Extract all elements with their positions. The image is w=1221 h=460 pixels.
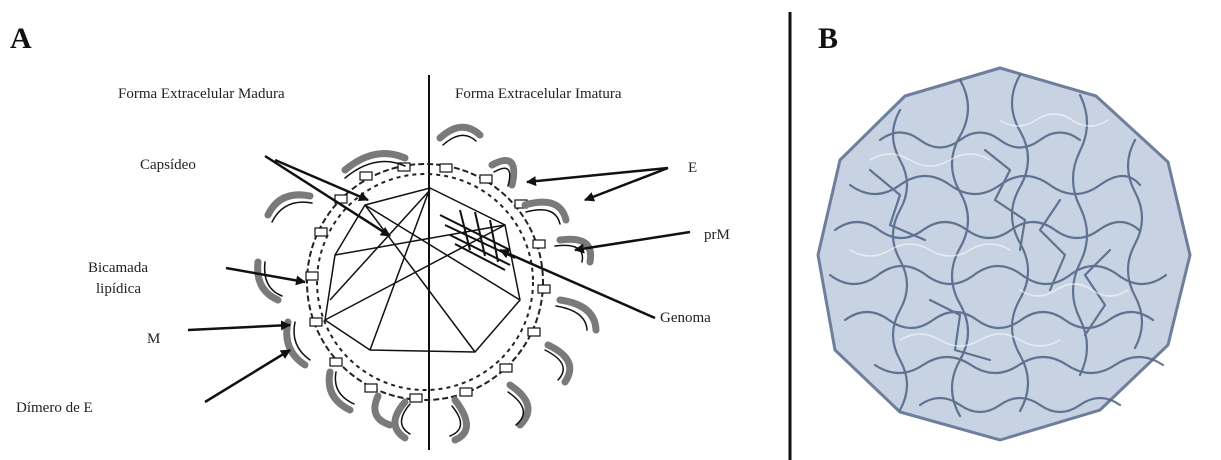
virion-surface-render bbox=[818, 68, 1190, 440]
arrow-m bbox=[188, 325, 290, 330]
arrow-e-dimer bbox=[205, 350, 290, 402]
arrow-prm bbox=[575, 232, 690, 250]
virion-outline bbox=[818, 68, 1190, 440]
genome-cluster bbox=[440, 210, 515, 270]
